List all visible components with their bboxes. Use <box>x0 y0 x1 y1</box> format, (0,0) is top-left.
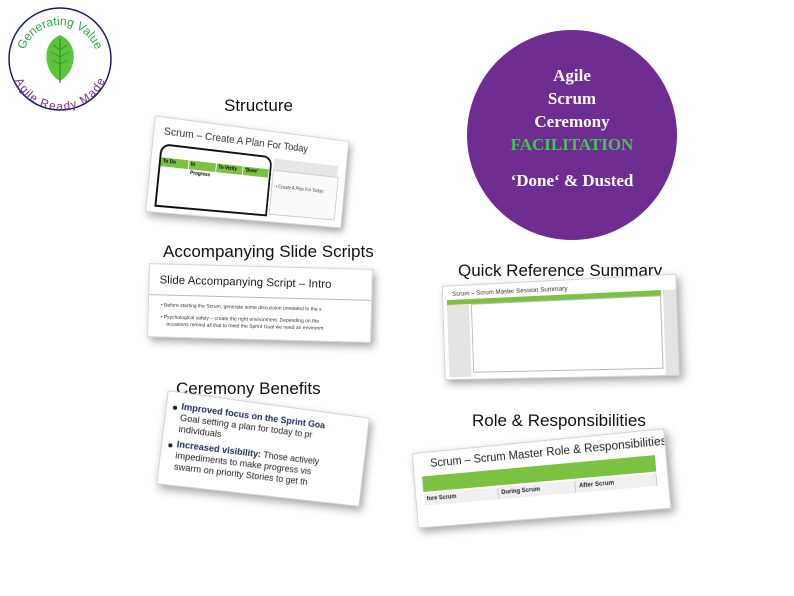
benefit-bullet-1 <box>173 405 178 410</box>
badge-line-facilitation: FACILITATION <box>467 133 677 156</box>
quick-card-right-strip <box>663 289 679 375</box>
scripts-card-divider <box>149 294 371 301</box>
benefit-bullet-2 <box>168 443 173 448</box>
facilitation-badge: Agile Scrum Ceremony FACILITATION ‘Done‘… <box>467 30 677 240</box>
badge-line-scrum: Scrum <box>467 87 677 110</box>
board-column-in-progress: In Progress <box>189 160 217 172</box>
benefits-thumbnail: Improved focus on the Sprint Goa Goal se… <box>156 390 370 506</box>
structure-thumbnail: Scrum – Create A Plan For Today To Do In… <box>145 115 349 228</box>
scrum-board: To Do In Progress To Verify 'Done' <box>154 143 272 216</box>
generating-value-logo: Generating Value Agile Ready Made <box>6 5 114 113</box>
structure-card-notes-text: • Create A Plan For Today: <box>275 184 324 195</box>
section-title-scripts: Accompanying Slide Scripts <box>163 242 374 262</box>
board-column-done: 'Done' <box>243 166 270 177</box>
scripts-bullet-1: • Before starting the Scrum, generate so… <box>161 302 322 312</box>
scripts-card-title: Slide Accompanying Script – Intro <box>159 274 331 290</box>
slide-scripts-thumbnail: Slide Accompanying Script – Intro • Befo… <box>147 263 373 343</box>
badge-line-agile: Agile <box>467 64 677 87</box>
quick-reference-thumbnail: Scrum – Scrum Master Session Summary <box>442 274 680 380</box>
quick-card-sidebar <box>447 299 472 377</box>
section-title-role: Role & Responsibilities <box>472 411 646 431</box>
quick-card-body <box>471 295 664 373</box>
badge-line-ceremony: Ceremony <box>467 110 677 133</box>
badge-line-done-dusted: ‘Done‘ & Dusted <box>467 169 677 192</box>
structure-card-notes: • Create A Plan For Today: <box>269 170 339 221</box>
section-title-structure: Structure <box>224 96 293 116</box>
board-column-to-verify: To Verify <box>216 163 244 175</box>
board-column-todo: To Do <box>160 157 189 169</box>
role-thumbnail: Scrum – Scrum Master Role & Responsibili… <box>412 428 672 528</box>
